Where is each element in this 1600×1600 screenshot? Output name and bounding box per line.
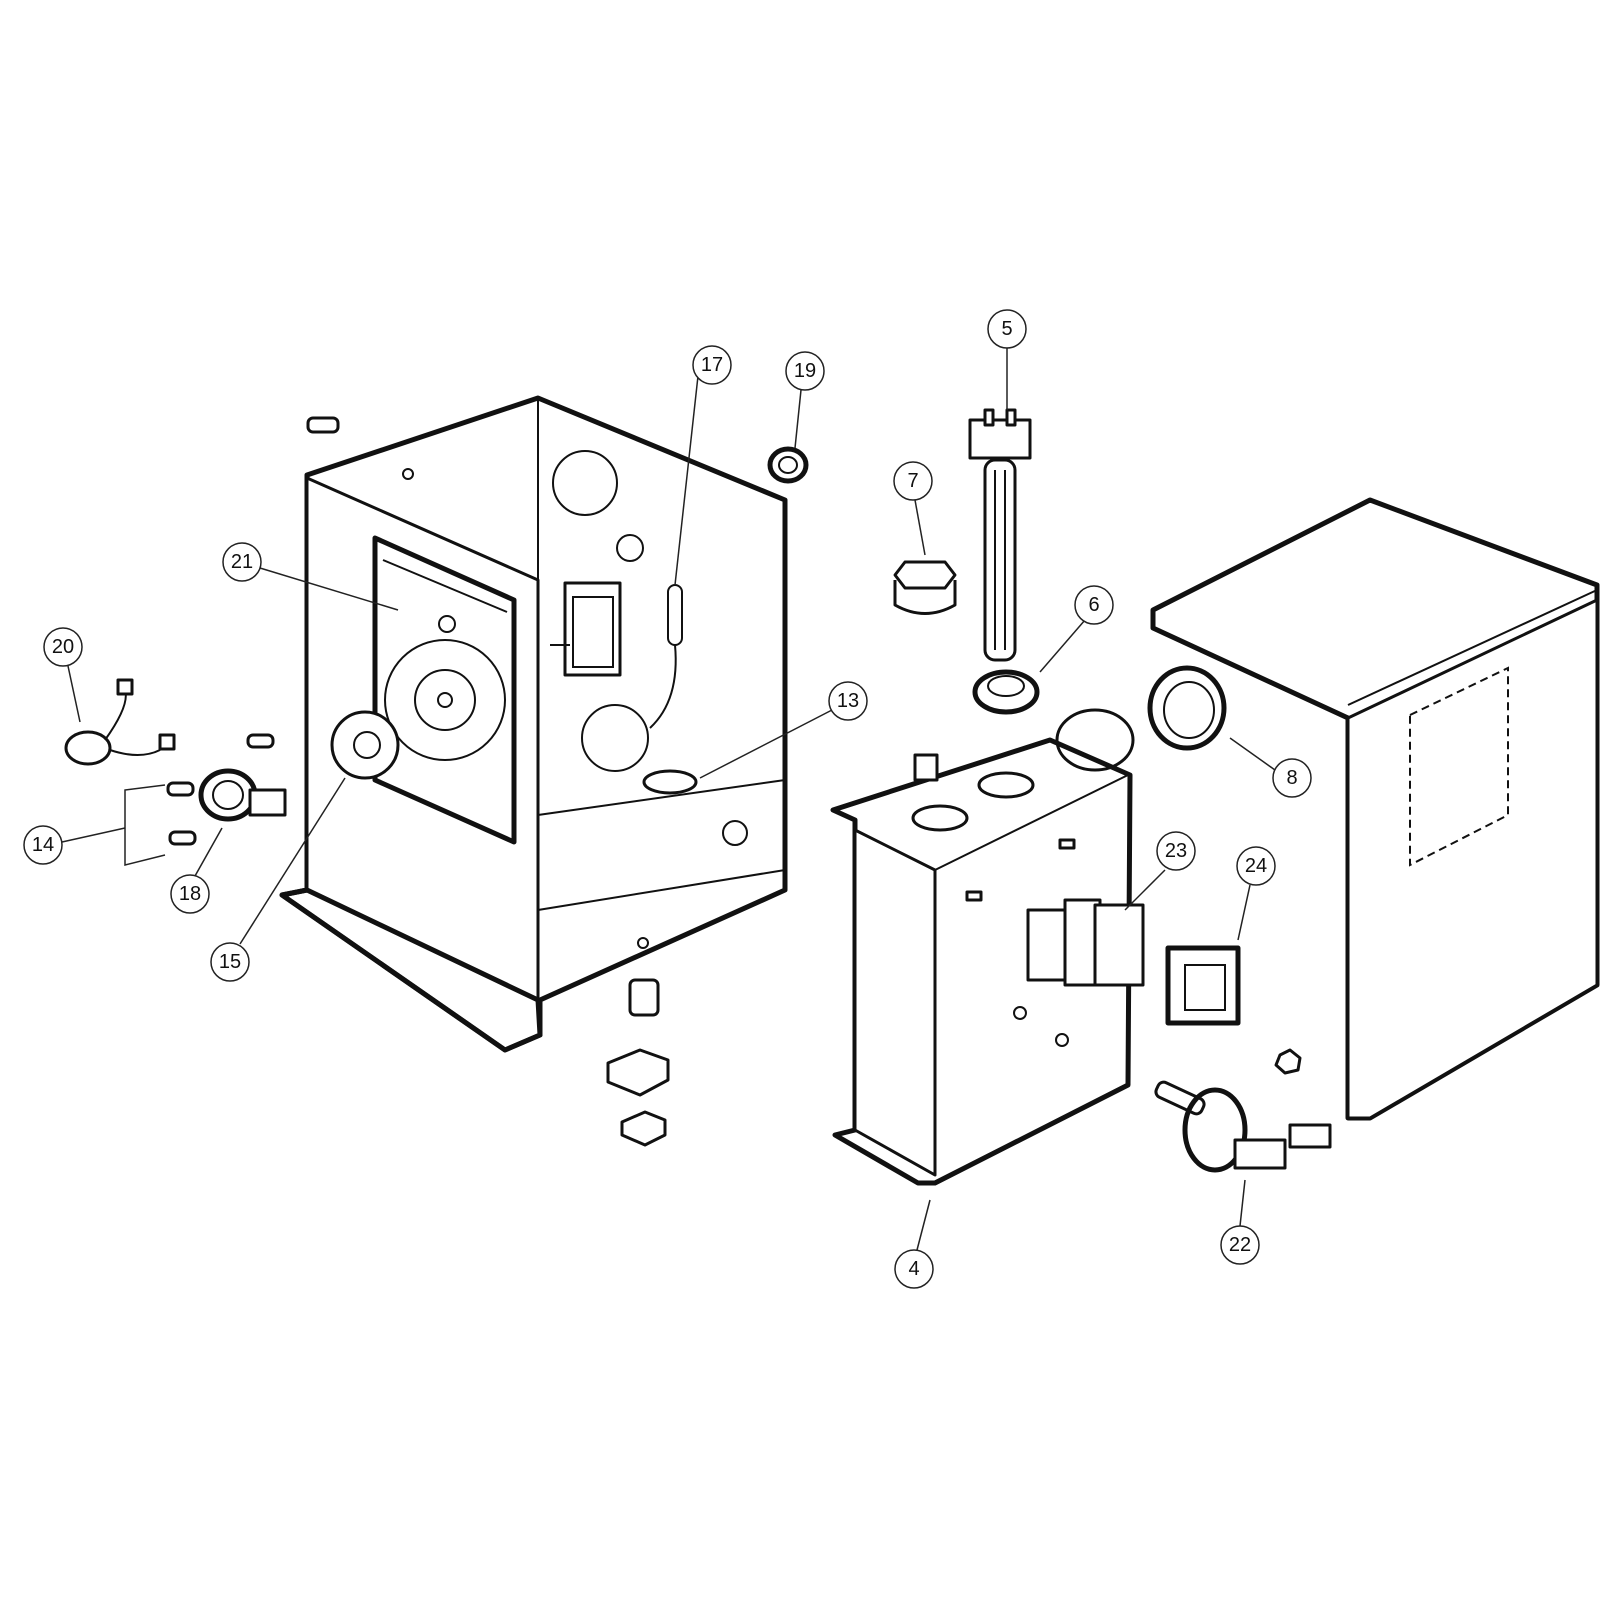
svg-text:19: 19 <box>794 360 816 382</box>
callout-bracket <box>124 784 166 866</box>
nut <box>1274 1048 1302 1075</box>
callout-17[interactable]: 17 <box>674 345 732 586</box>
svg-text:4: 4 <box>908 1258 919 1280</box>
callout-22[interactable]: 22 <box>1220 1179 1260 1265</box>
svg-text:15: 15 <box>219 951 241 973</box>
callout-20[interactable]: 20 <box>43 627 83 723</box>
callout-18[interactable]: 18 <box>170 827 223 914</box>
callout-13[interactable]: 13 <box>699 681 868 779</box>
callout-15[interactable]: 15 <box>210 777 346 982</box>
callout-23[interactable]: 23 <box>1124 831 1196 911</box>
switch <box>1165 945 1241 1026</box>
ring-gasket <box>1147 665 1227 751</box>
svg-text:14: 14 <box>32 834 54 856</box>
svg-text:7: 7 <box>907 470 918 492</box>
control-panel-label <box>330 535 517 845</box>
svg-text:21: 21 <box>231 551 253 573</box>
grommet <box>767 446 809 484</box>
callout-19[interactable]: 19 <box>785 351 825 449</box>
svg-text:24: 24 <box>1245 855 1267 877</box>
callout-7[interactable]: 7 <box>893 461 933 556</box>
screw <box>306 416 340 434</box>
bushing <box>606 978 670 1147</box>
outer-cabinet <box>1150 497 1600 1121</box>
drain-plug <box>893 560 957 615</box>
callout-5[interactable]: 5 <box>987 309 1027 410</box>
callout-24[interactable]: 24 <box>1236 846 1276 941</box>
thermostat <box>1154 1080 1332 1173</box>
callout-14[interactable]: 14 <box>23 825 126 865</box>
callout-8[interactable]: 8 <box>1229 737 1312 798</box>
gasket <box>972 669 1040 715</box>
indicator-light <box>64 678 176 766</box>
svg-text:18: 18 <box>179 883 201 905</box>
callout-4[interactable]: 4 <box>894 1199 934 1289</box>
tank <box>830 708 1135 1186</box>
svg-text:13: 13 <box>837 690 859 712</box>
relay <box>1026 898 1145 987</box>
svg-text:17: 17 <box>701 354 723 376</box>
main-housing <box>279 395 788 1053</box>
svg-text:5: 5 <box>1001 318 1012 340</box>
svg-text:6: 6 <box>1088 594 1099 616</box>
svg-text:22: 22 <box>1229 1234 1251 1256</box>
fitting <box>166 733 287 846</box>
svg-text:8: 8 <box>1286 767 1297 789</box>
svg-text:20: 20 <box>52 636 74 658</box>
callout-21[interactable]: 21 <box>222 542 399 611</box>
heating-element <box>968 408 1032 662</box>
callout-6[interactable]: 6 <box>1039 585 1114 673</box>
svg-text:23: 23 <box>1165 840 1187 862</box>
